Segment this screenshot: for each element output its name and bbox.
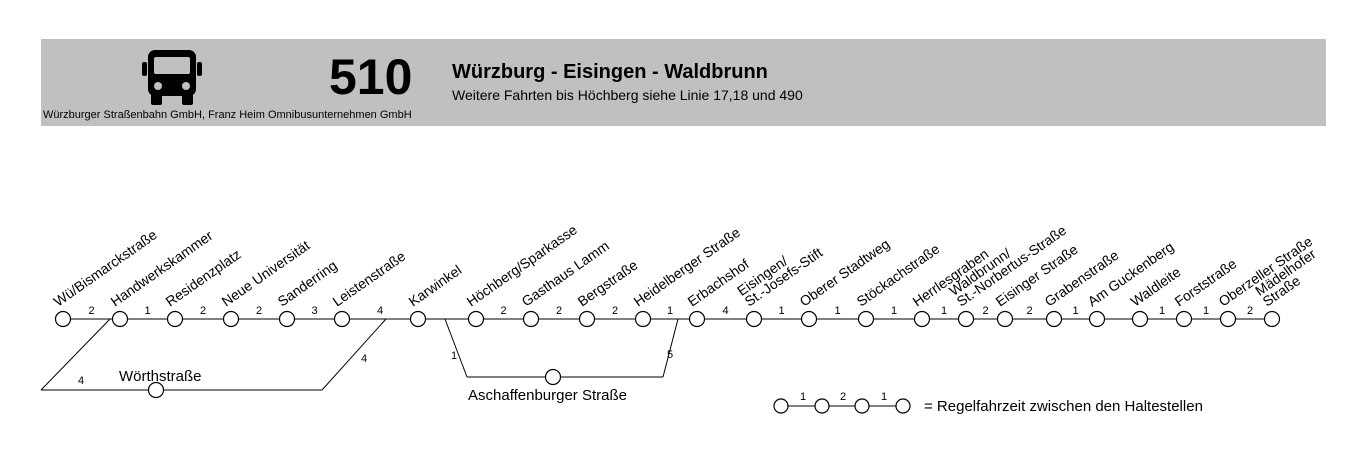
- travel-time: 2: [983, 305, 989, 317]
- legend-text: = Regelfahrzeit zwischen den Haltestelle…: [924, 398, 1203, 415]
- legend-time-1: 1: [800, 391, 806, 403]
- travel-time: 2: [89, 305, 95, 317]
- bus-icon: [142, 50, 202, 105]
- travel-time: 1: [779, 305, 785, 317]
- legend: 1 2 1 = Regelfahrzeit zwischen den Halte…: [773, 391, 1203, 415]
- legend-stop-4: [895, 398, 911, 414]
- stop-circle: [522, 310, 540, 328]
- stop-circle: [745, 310, 763, 328]
- stop-circle: [166, 310, 184, 328]
- stop-circle: [857, 310, 875, 328]
- travel-time: 1: [145, 305, 151, 317]
- travel-time: 4: [377, 305, 383, 317]
- woerth-time-back: 4: [361, 353, 367, 365]
- asch-time-out: 1: [451, 350, 457, 362]
- stop-label: Leistenstraße: [330, 248, 409, 310]
- legend-stop-3: [854, 398, 870, 414]
- branch-asch-line-c: [662, 318, 679, 378]
- route-header: 510 Würzburg - Eisingen - Waldbrunn Weit…: [41, 39, 1326, 126]
- stop-aschaffenburger-label: Aschaffenburger Straße: [468, 387, 627, 404]
- travel-time: 1: [941, 305, 947, 317]
- stop-circle: [1219, 310, 1237, 328]
- travel-time: 1: [1203, 305, 1209, 317]
- travel-time: 2: [1247, 305, 1253, 317]
- stop-circle: [409, 310, 427, 328]
- travel-time: 1: [835, 305, 841, 317]
- stop-circle: [913, 310, 931, 328]
- route-subtitle: Weitere Fahrten bis Höchberg siehe Linie…: [452, 87, 803, 103]
- stop-circle: [1088, 310, 1106, 328]
- stop-woerthstrasse-label: Wörthstraße: [119, 368, 202, 385]
- stop-circle: [1263, 310, 1281, 328]
- stop-circle: [688, 310, 706, 328]
- travel-time: 2: [1027, 305, 1033, 317]
- legend-stop-1: [773, 398, 789, 414]
- asch-time-back: 5: [667, 349, 673, 361]
- branch-woerth-line-c: [321, 318, 387, 391]
- stop-circle: [1175, 310, 1193, 328]
- main-line: Wü/BismarckstraßeHandwerkskammerResidenz…: [51, 221, 1319, 328]
- travel-time: 1: [891, 305, 897, 317]
- branch-asch-line-a: [444, 318, 468, 378]
- stop-circle: [333, 310, 351, 328]
- stop-circle: [111, 310, 129, 328]
- stop-circle: [578, 310, 596, 328]
- route-title: Würzburg - Eisingen - Waldbrunn: [452, 61, 768, 83]
- stop-circle: [996, 310, 1014, 328]
- operator-name: Würzburger Straßenbahn GmbH, Franz Heim …: [43, 109, 412, 121]
- stop-aschaffenburger-circle: [544, 368, 562, 386]
- travel-time: 1: [1159, 305, 1165, 317]
- travel-time: 1: [1073, 305, 1079, 317]
- stop-circle: [278, 310, 296, 328]
- stop-circle: [1045, 310, 1063, 328]
- stop-label: Karwinkel: [406, 262, 465, 310]
- travel-time: 2: [501, 305, 507, 317]
- legend-stop-2: [814, 398, 830, 414]
- travel-time: 4: [723, 305, 729, 317]
- legend-time-2: 2: [840, 391, 846, 403]
- stop-circle: [800, 310, 818, 328]
- stop-woerthstrasse-circle: [147, 381, 165, 399]
- stop-label: Handwerkskammer: [108, 227, 216, 309]
- travel-time: 2: [256, 305, 262, 317]
- travel-time: 1: [667, 305, 673, 317]
- branch-woerth-line-a: [40, 318, 111, 391]
- stop-circle: [222, 310, 240, 328]
- stop-circle: [957, 310, 975, 328]
- stop-circle: [634, 310, 652, 328]
- stop-label: Wü/Bismarckstraße: [51, 226, 160, 309]
- travel-time: 2: [556, 305, 562, 317]
- stop-circle: [54, 310, 72, 328]
- stop-circle: [467, 310, 485, 328]
- travel-time: 2: [612, 305, 618, 317]
- travel-time: 2: [200, 305, 206, 317]
- branch-lines: [40, 318, 679, 391]
- stop-circle: [1131, 310, 1149, 328]
- travel-time: 3: [312, 305, 318, 317]
- legend-time-3: 1: [881, 391, 887, 403]
- woerth-time-out: 4: [78, 375, 84, 387]
- route-number: 510: [329, 49, 413, 105]
